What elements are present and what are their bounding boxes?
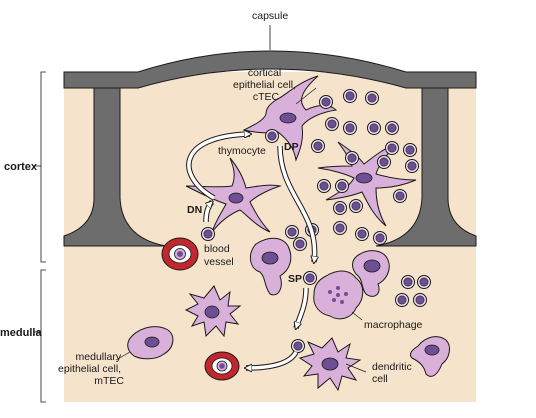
blood-vessel (204, 351, 240, 381)
mtec-leader (115, 351, 131, 361)
thymocyte (373, 231, 387, 245)
capsule-band (63, 50, 477, 89)
thymocyte (343, 121, 357, 135)
thymocyte (349, 199, 363, 213)
blood-vessel (161, 237, 199, 271)
medulla-label: medulla (0, 327, 42, 339)
mtec-label-line: mTEC (94, 375, 124, 387)
medullary-epithelial-cell (352, 250, 390, 297)
capsule-label: capsule (252, 10, 288, 22)
dp-label: DP (284, 141, 299, 153)
thymocyte (293, 237, 307, 251)
mtec-label-line: medullary (76, 351, 122, 363)
thymocyte (367, 121, 381, 135)
thymocyte (385, 141, 399, 155)
ctec-label-line: epithelial cell, (233, 79, 296, 91)
thymocyte (325, 117, 339, 131)
cortical-epithelial-cell (242, 75, 338, 162)
mtec-label: medullary epithelial cell, mTEC (58, 351, 124, 387)
cortical-epithelial-cell (317, 141, 417, 227)
thymocyte (377, 155, 391, 169)
dendritic-label: dendritic cell (372, 361, 415, 385)
thymocyte (405, 159, 419, 173)
macrophage (313, 270, 364, 320)
thymocyte (413, 293, 427, 307)
sp-label: SP (288, 273, 302, 285)
migration-arrows (186, 134, 315, 368)
ctec-label-line: cTEC (253, 91, 280, 103)
thymocyte (317, 179, 331, 193)
dendritic-label-line: cell (372, 373, 388, 385)
trabecula-right (375, 87, 477, 247)
thymocyte (319, 95, 333, 109)
ctec-label: cortical epithelial cell, cTEC (233, 67, 299, 103)
blood-vessel-label-line: vessel (204, 256, 234, 268)
thymocyte (335, 179, 349, 193)
thymocyte (201, 227, 215, 241)
thymocyte (395, 293, 409, 307)
medulla-bracket (40, 269, 46, 403)
medullary-epithelial-cell (409, 336, 450, 377)
thymocyte (333, 221, 347, 235)
thymocyte (303, 271, 317, 285)
thymocyte (311, 139, 325, 153)
dendritic-leader (345, 363, 367, 373)
mtec-label-line: epithelial cell, (58, 363, 121, 375)
macrophage-label: macrophage (364, 319, 423, 331)
thymocyte (285, 225, 299, 239)
thymocyte (403, 143, 417, 157)
macrophage-leader (351, 311, 363, 321)
medullary-epithelial-cell (250, 237, 292, 296)
ctec-leader (295, 87, 317, 105)
thymocyte-group (201, 89, 431, 353)
thymocyte (333, 201, 347, 215)
thymocyte (291, 339, 305, 353)
ctec-label-line: cortical (248, 67, 281, 79)
cortex-label: cortex (4, 161, 38, 173)
blood-vessel-label-line: blood (204, 243, 230, 255)
thymocyte (265, 129, 279, 143)
blood-vessel-label: blood vessel (204, 243, 234, 268)
thymocyte (417, 275, 431, 289)
thymocyte (365, 91, 379, 105)
dendritic-cell (298, 337, 362, 392)
thymocyte (401, 275, 415, 289)
dendritic-cell (184, 285, 242, 338)
cortex-bracket (40, 71, 46, 263)
thymocyte (393, 189, 407, 203)
thymocyte (385, 121, 399, 135)
dendritic-label-line: dendritic (372, 361, 412, 373)
cortical-epithelial-cell (185, 157, 282, 233)
thymocyte-label: thymocyte (218, 145, 266, 157)
thymocyte (345, 151, 359, 165)
thymocyte (343, 89, 357, 103)
thymocyte (355, 227, 369, 241)
medullary-epithelial-cell (127, 326, 174, 360)
dn-label: DN (187, 204, 202, 216)
